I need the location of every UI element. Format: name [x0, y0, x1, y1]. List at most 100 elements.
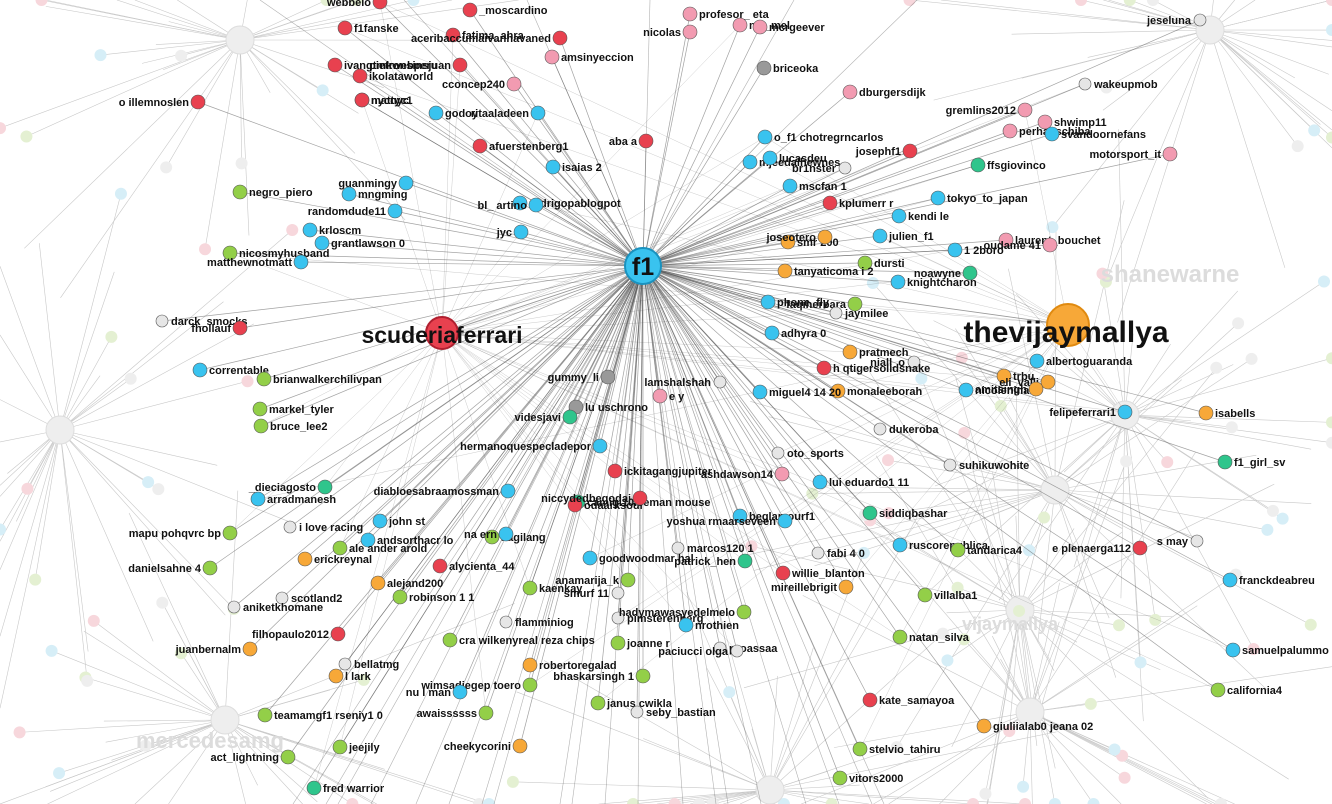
graph-node[interactable]: knightcharon [890, 274, 977, 290]
graph-node[interactable]: ivangtmkwebperu [327, 57, 438, 73]
graph-node[interactable]: aceribaccumaivanhavaned [411, 30, 568, 46]
graph-node[interactable]: mjeedalhewnes [742, 154, 840, 170]
graph-node[interactable]: markel_tyler [252, 401, 335, 417]
graph-node[interactable]: stelvio_tahiru [852, 741, 941, 757]
graph-node[interactable]: amitsingh [975, 381, 1044, 397]
hub-node[interactable]: f1 [624, 247, 662, 285]
graph-node[interactable]: _dieciagosto [248, 479, 333, 495]
graph-node[interactable]: godoy [428, 105, 479, 121]
graph-node[interactable]: vitors2000 [832, 770, 903, 786]
graph-node[interactable]: _moscardino [462, 2, 548, 18]
graph-node[interactable]: tandarica4 [950, 542, 1023, 558]
graph-node[interactable]: isabells [1198, 405, 1255, 421]
graph-node[interactable]: trbu [996, 368, 1034, 384]
graph-node[interactable]: dburgersdijk [842, 84, 927, 100]
graph-node[interactable]: cconcep240 [442, 76, 522, 92]
graph-node[interactable]: cheekycorini [444, 738, 528, 754]
graph-node[interactable]: lamshalshah [644, 375, 727, 389]
graph-node[interactable]: jaymilee [829, 306, 888, 320]
graph-node[interactable]: felipeferrari1 [1049, 404, 1133, 420]
graph-node[interactable]: phone_fly [760, 294, 830, 310]
graph-node[interactable]: mireillebrigit [771, 579, 854, 595]
graph-node[interactable]: arradmanesh [250, 491, 336, 507]
graph-node[interactable]: lui eduardo1 11 [812, 474, 909, 490]
graph-node[interactable]: o illemnoslen [119, 94, 206, 110]
graph-node[interactable]: nicolas [643, 24, 698, 40]
graph-node[interactable]: samuelpalummo [1225, 642, 1329, 658]
graph-node[interactable]: gremlins2012 [946, 102, 1033, 118]
graph-node[interactable]: paciucci olga [658, 644, 744, 658]
graph-node[interactable]: pietronsinsjuan [369, 57, 468, 73]
graph-node[interactable]: lu uschrono [568, 399, 648, 415]
graph-node[interactable]: teamamgf1 rseniy1 0 [257, 707, 383, 723]
graph-node[interactable]: albertoguaranda [1029, 353, 1133, 369]
graph-node[interactable]: f1fanske [337, 20, 399, 36]
graph-node[interactable]: e plenaerga112 [1052, 540, 1148, 556]
graph-node[interactable]: tokyo_to_japan [930, 190, 1028, 206]
graph-node[interactable]: nicoleninaf [958, 382, 1033, 398]
graph-node[interactable]: lucasdeu [762, 150, 827, 166]
graph-node[interactable]: motorsport_it [1090, 146, 1178, 162]
graph-node[interactable]: yoshua rmaarseveen [667, 513, 793, 529]
graph-node[interactable]: shwimp11 [1037, 114, 1107, 130]
graph-node[interactable]: webbelo [326, 0, 388, 10]
graph-node[interactable]: nu l man [406, 684, 468, 700]
graph-node[interactable]: fhollauf [191, 320, 248, 336]
graph-node[interactable]: h qtigersolidsnake [816, 360, 930, 376]
graph-node[interactable]: niall_o [870, 355, 921, 369]
graph-node[interactable]: kate_samayoa [862, 692, 955, 708]
graph-node[interactable]: gummy_li [548, 369, 616, 385]
graph-node[interactable]: matthewnotmatt [207, 254, 309, 270]
graph-node[interactable]: na ern [464, 526, 514, 542]
graph-node[interactable]: niccydedbegodaj [541, 490, 648, 506]
graph-node[interactable]: hermanoquespecladepor [460, 438, 608, 454]
graph-node[interactable]: o_f1 chotregrncarlos [757, 129, 883, 145]
graph-node[interactable]: krloscm [302, 222, 361, 238]
graph-node[interactable]: tanyaticoma i 2 [777, 263, 873, 279]
graph-node[interactable]: 1 2boro [947, 242, 1004, 258]
graph-node[interactable]: darck_smocks [155, 314, 247, 328]
graph-node-scuderiaferrari[interactable] [425, 316, 459, 350]
graph-node[interactable]: mngming [341, 186, 408, 202]
graph-node[interactable]: aniketkhomane [227, 600, 323, 614]
graph-node[interactable]: awaissssss [416, 705, 494, 721]
graph-node[interactable]: john st [372, 513, 425, 529]
graph-node[interactable]: afuerstenberg1 [472, 138, 568, 154]
graph-node[interactable]: bellatmg [338, 657, 399, 671]
graph-node[interactable]: jyc [496, 224, 529, 240]
graph-node[interactable]: correntable [192, 362, 269, 378]
graph-node[interactable]: eli_valli [999, 374, 1056, 390]
graph-node[interactable]: pratmech [842, 344, 909, 360]
graph-node[interactable]: amsinyeccion [544, 49, 634, 65]
graph-node[interactable]: joseotero [765, 229, 833, 245]
graph-node[interactable]: robertoregalad [522, 657, 617, 673]
graph-node[interactable]: california4 [1210, 682, 1283, 698]
graph-node[interactable]: brianwalkerchilivpan [256, 371, 382, 387]
graph-node[interactable]: danielsahne 4 [128, 560, 218, 576]
graph-node[interactable]: oudame 41 [984, 237, 1058, 253]
graph-node[interactable]: marcos120 1 [671, 541, 754, 555]
graph-node[interactable]: nrothien [678, 617, 739, 633]
graph-node[interactable]: villalba1 [917, 587, 977, 603]
graph-node[interactable]: br1nster [792, 161, 852, 175]
graph-node[interactable]: odaarksoul [567, 497, 643, 513]
graph-node[interactable]: scotland2 [275, 591, 342, 605]
graph-node[interactable]: kaenkay [522, 580, 583, 596]
graph-node[interactable]: f1_girl_sv [1217, 454, 1286, 470]
graph-node[interactable]: aba a [609, 133, 654, 149]
graph-node[interactable]: diabloesabraamossman [374, 483, 516, 499]
graph-node[interactable]: julien_f1 [872, 228, 934, 244]
graph-node[interactable]: guanmingy [338, 175, 414, 191]
graph-node[interactable]: seby_bastian [630, 705, 716, 719]
graph-node[interactable]: flamminiog [499, 615, 574, 629]
graph-node[interactable]: dursti [857, 255, 905, 271]
graph-node[interactable]: kplumerr r [822, 195, 894, 211]
graph-node[interactable]: franckdeabreu [1222, 572, 1315, 588]
graph-node[interactable]: alejand200 [370, 575, 443, 591]
graph-node[interactable]: rodrigopablogpot [512, 195, 621, 211]
graph-node[interactable]: s may [1157, 534, 1204, 548]
graph-node[interactable]: noawyne [914, 265, 978, 281]
graph-node[interactable]: mcrgeever [752, 19, 825, 35]
graph-node[interactable]: svandoornefans [1044, 126, 1146, 142]
graph-node[interactable]: smurf 11 [564, 586, 625, 600]
